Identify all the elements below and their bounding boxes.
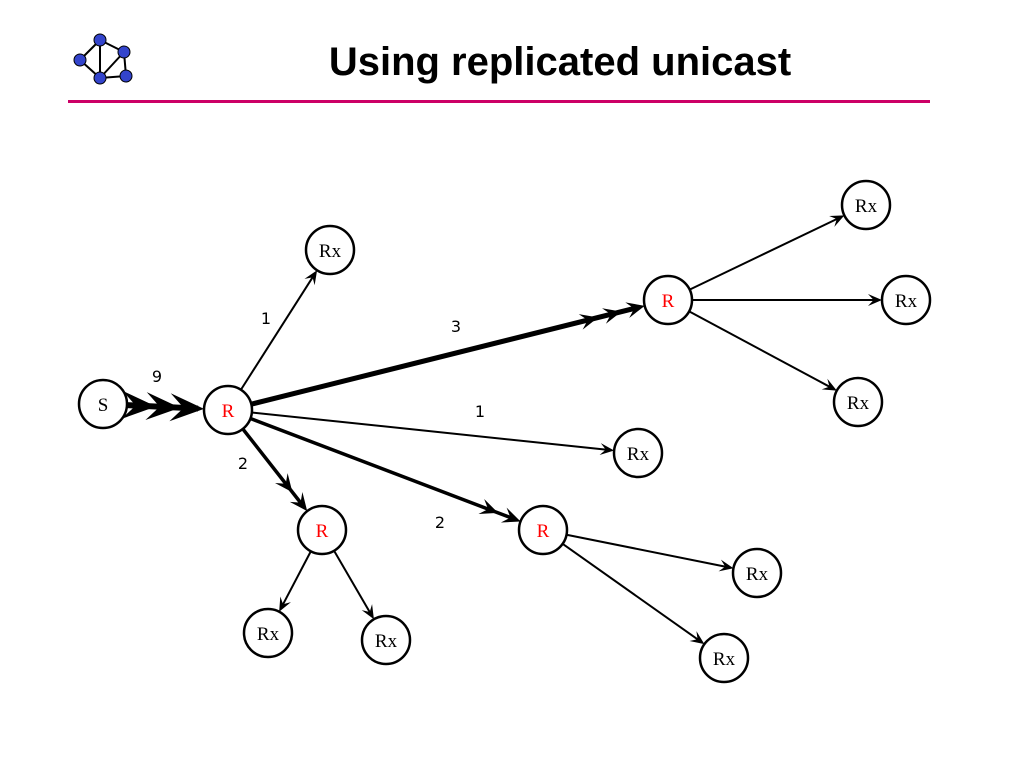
node-r1: R: [202, 384, 254, 436]
edge-r1-r4: [249, 416, 521, 523]
edge-line: [240, 274, 315, 391]
node-circle: [832, 376, 884, 428]
arrowhead: [829, 215, 845, 227]
arrowhead: [304, 270, 318, 286]
node-circle: [77, 378, 129, 430]
edge-line: [333, 550, 372, 615]
node-rx_lower_right_bottom: Rx: [698, 632, 750, 684]
edge-r2-rx_far_top: [689, 215, 845, 291]
arrowhead: [145, 392, 181, 421]
node-label: R: [537, 521, 550, 542]
node-label: Rx: [257, 624, 280, 645]
arrowhead: [275, 473, 293, 493]
node-label: Rx: [375, 631, 398, 652]
edge-r2-rx_far_mid: [692, 294, 882, 306]
node-label: Rx: [855, 196, 878, 217]
edge-line: [249, 416, 516, 521]
node-circle: [731, 547, 783, 599]
edge-line: [688, 310, 833, 389]
node-circle: [642, 274, 694, 326]
title-rule: [68, 100, 930, 103]
arrowhead: [500, 507, 521, 523]
node-label: Rx: [713, 649, 736, 670]
arrowhead: [625, 302, 645, 318]
edge-line: [689, 217, 840, 291]
edge-r3-rx_bot_left: [279, 550, 312, 612]
arrowhead: [361, 604, 374, 620]
edge-line: [562, 543, 701, 642]
node-s: S: [77, 378, 129, 430]
node-rx_far_mid: Rx: [880, 274, 932, 326]
edge-count-label: 3: [451, 317, 461, 336]
node-label: Rx: [895, 291, 918, 312]
edge-count-label: 9: [152, 367, 162, 386]
node-circle: [304, 224, 356, 276]
arrowhead: [602, 308, 622, 324]
edge-s-r1: [121, 390, 205, 422]
arrowhead: [578, 314, 599, 330]
arrowhead: [821, 378, 837, 391]
node-r3: R: [296, 504, 348, 556]
edge-r3-rx_bot_right: [333, 550, 374, 620]
node-label: R: [662, 291, 675, 312]
edge-line: [241, 427, 305, 508]
node-label: Rx: [627, 444, 650, 465]
slide-title: Using replicated unicast: [328, 40, 792, 84]
node-rx_far_low: Rx: [832, 376, 884, 428]
node-circle: [698, 632, 750, 684]
arrowhead: [121, 390, 157, 419]
edge-count-label: 1: [261, 309, 271, 328]
node-circle: [880, 274, 932, 326]
arrowhead: [478, 499, 499, 514]
arrowhead: [689, 631, 705, 645]
edge-line: [251, 411, 609, 451]
node-label: R: [222, 401, 235, 422]
node-circle: [202, 384, 254, 436]
node-label: S: [98, 395, 109, 416]
node-rx_mid: Rx: [612, 427, 664, 479]
arrowhead: [169, 393, 205, 422]
node-circle: [242, 607, 294, 659]
node-label: Rx: [746, 564, 769, 585]
node-circle: [840, 179, 892, 231]
arrowhead: [599, 443, 615, 456]
node-r2: R: [642, 274, 694, 326]
edge-line: [281, 550, 312, 607]
edge-line: [250, 304, 640, 407]
node-label: Rx: [319, 241, 342, 262]
edge-line: [566, 533, 728, 569]
node-circle: [612, 427, 664, 479]
node-r4: R: [517, 504, 569, 556]
edge-r4-rx_lower_right_top: [566, 533, 734, 572]
node-circle: [360, 614, 412, 666]
arrowhead: [718, 559, 734, 572]
edge-count-label: 2: [435, 513, 445, 532]
network-graph-icon: [73, 33, 133, 85]
arrowhead: [289, 492, 308, 512]
arrowhead: [279, 596, 291, 612]
node-rx_far_top: Rx: [840, 179, 892, 231]
edge-count-label: 2: [238, 454, 248, 473]
arrowhead: [868, 294, 882, 306]
edge-r1-r3: [241, 427, 308, 512]
edge-r4-rx_lower_right_bottom: [562, 543, 705, 645]
node-circle: [296, 504, 348, 556]
edge-r1-rx_mid: [251, 411, 615, 456]
edge-r1-r2: [250, 302, 645, 407]
edge-r2-rx_far_low: [688, 310, 837, 391]
node-label: Rx: [847, 393, 870, 414]
node-rx_bot_right: Rx: [360, 614, 412, 666]
node-rx_bot_left: Rx: [242, 607, 294, 659]
node-label: R: [316, 521, 329, 542]
node-rx_top: Rx: [304, 224, 356, 276]
edge-r1-rx_top: [240, 270, 318, 391]
node-rx_lower_right_top: Rx: [731, 547, 783, 599]
edge-count-label: 1: [475, 402, 485, 421]
node-circle: [517, 504, 569, 556]
